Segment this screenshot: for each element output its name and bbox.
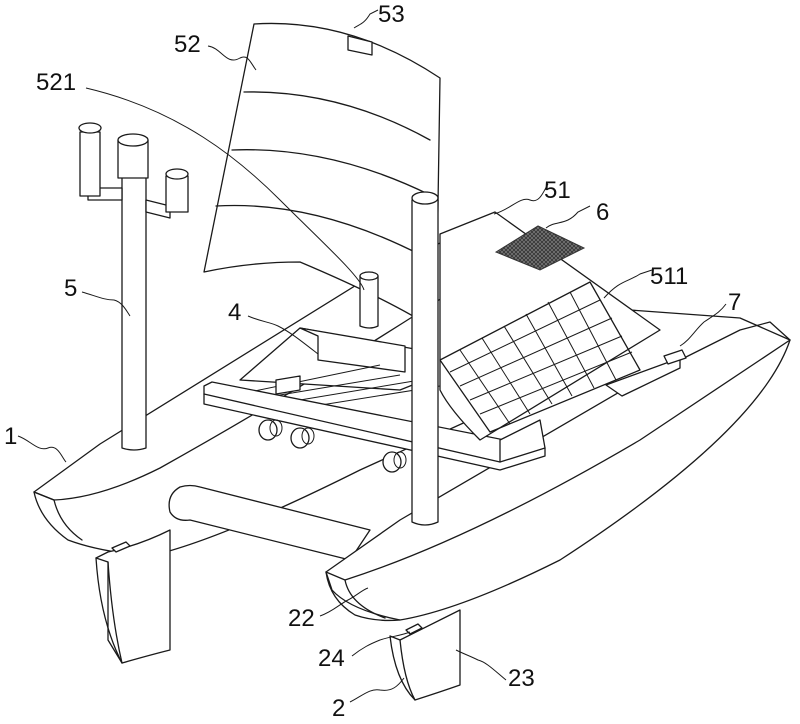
label-4: 7 xyxy=(728,289,741,316)
label-511: 511 xyxy=(650,263,688,290)
label-7: 5 xyxy=(64,275,77,302)
label-51: 51 xyxy=(544,177,571,204)
cross-beam xyxy=(168,484,371,561)
label-53: 53 xyxy=(378,1,405,28)
label-52: 52 xyxy=(174,31,201,58)
solar-cell-grid xyxy=(439,281,641,433)
label-521: 521 xyxy=(36,69,76,96)
label-1: 1 xyxy=(4,423,17,450)
sail-shaft xyxy=(359,271,379,329)
reference-labels: 52 53 521 51 6 511 7 5 4 1 22 24 23 2 xyxy=(4,1,741,722)
right-rudder xyxy=(389,609,461,701)
leader-lines xyxy=(17,9,727,703)
right-hull xyxy=(325,309,791,622)
label-6: 6 xyxy=(596,199,609,226)
hatched-sensor-pad xyxy=(494,225,586,271)
label-24: 24 xyxy=(318,645,345,672)
label-2: 2 xyxy=(332,695,345,722)
label-22: 22 xyxy=(288,605,315,632)
sensor-mast xyxy=(78,122,189,451)
label-5: 4 xyxy=(228,299,241,326)
sail xyxy=(203,22,441,331)
label-23: 23 xyxy=(508,665,535,692)
deck-frame xyxy=(203,327,546,473)
main-mast xyxy=(411,191,439,526)
solar-panel xyxy=(439,211,687,463)
left-rudder xyxy=(95,529,171,664)
